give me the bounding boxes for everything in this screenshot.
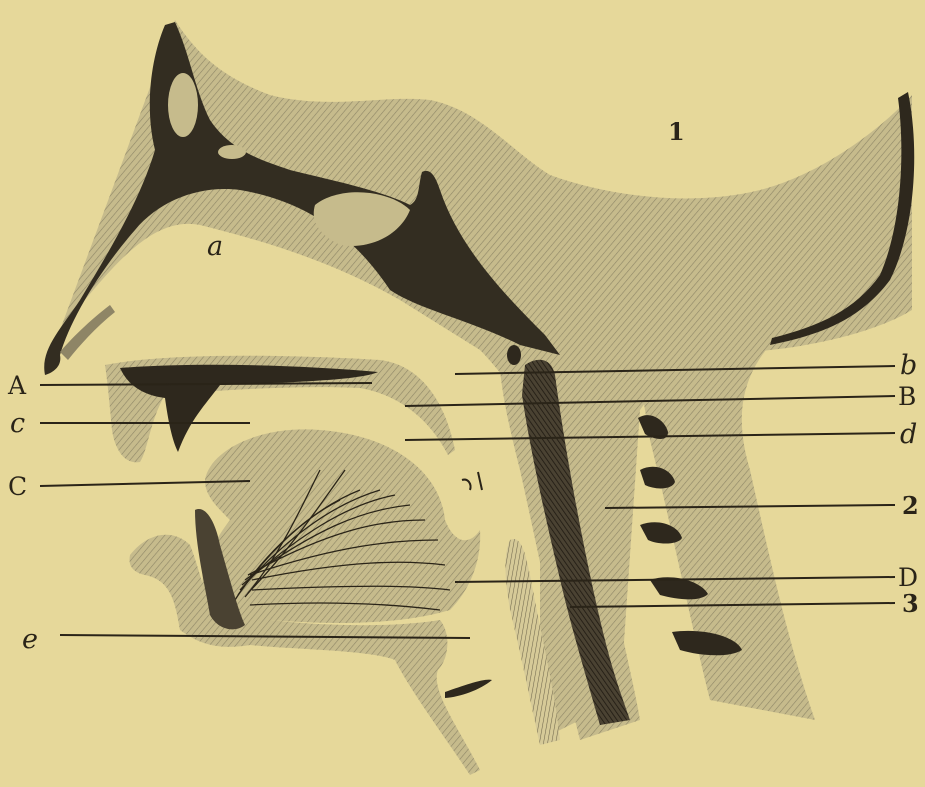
- label-c: c: [10, 408, 25, 439]
- label-a: a: [207, 231, 223, 262]
- label-B: B: [898, 382, 916, 411]
- ethmoid-cell: [218, 145, 246, 159]
- frontal-sinus: [168, 73, 198, 137]
- label-d: d: [900, 419, 917, 450]
- label-2: 2: [902, 491, 919, 520]
- label-region-1: 1: [668, 117, 685, 146]
- label-3: 3: [902, 589, 919, 618]
- atlas-knob: [507, 345, 521, 365]
- label-C: C: [8, 472, 27, 501]
- label-D: D: [898, 563, 918, 592]
- label-e: e: [22, 624, 38, 655]
- label-A: A: [7, 371, 27, 400]
- label-b: b: [900, 350, 917, 381]
